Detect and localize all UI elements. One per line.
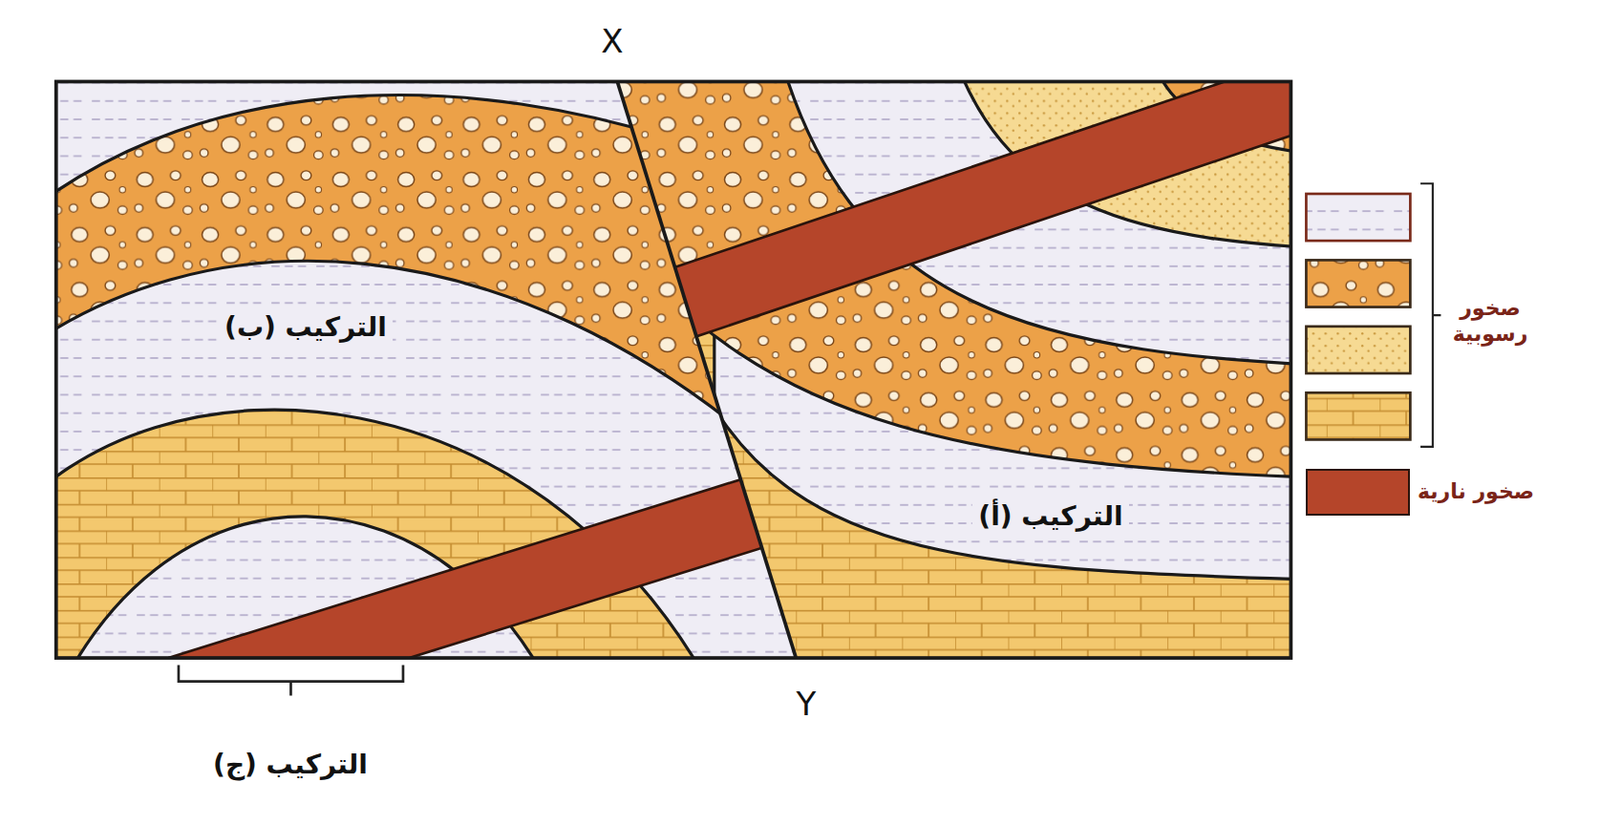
legend-swatch (1305, 259, 1410, 307)
legend-swatch (1305, 392, 1410, 440)
legend-bracket (1420, 183, 1441, 448)
legend-swatch (1305, 193, 1410, 241)
legend-text: صخور نارية (1417, 478, 1535, 506)
legend-swatch (1305, 326, 1410, 374)
conglomerate-layer (612, 0, 1430, 480)
legend-text: صخور رسوبية (1447, 295, 1534, 348)
legend-swatch (1305, 469, 1410, 516)
fault-line (617, 81, 796, 659)
structure-label: التركيب (أ) (972, 499, 1129, 534)
igneous-dike (168, 479, 763, 659)
structure-label: التركيب (ج) (213, 747, 368, 782)
structure-label: التركيب (ب) (218, 310, 393, 344)
section-frame (56, 81, 1292, 659)
fault-end-label: Y (796, 683, 817, 726)
bracket (178, 665, 404, 697)
igneous-dike (674, 81, 1291, 337)
fault-end-label: X (600, 21, 623, 63)
